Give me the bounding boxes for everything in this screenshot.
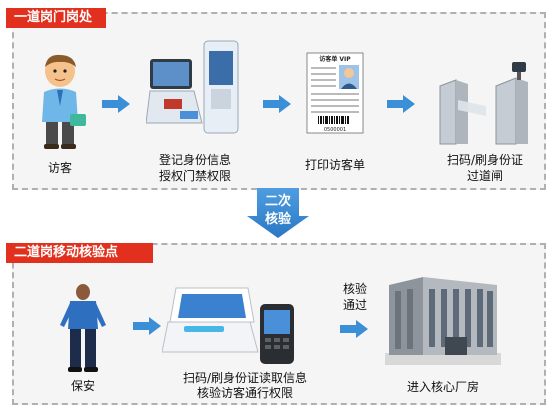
turnstile-gate-figure [439,62,528,145]
step-print-label: 打印访客单 [304,158,365,172]
ticket-number: 0500001 [324,127,346,133]
step-reader-label-2: 核验访客通行权限 [196,386,293,400]
step-visitor-label: 访客 [47,161,72,175]
core-plant-building-figure [385,277,501,365]
flow-arrow [340,320,368,338]
flow-arrow [102,95,130,113]
flow-arrow [387,95,415,113]
flow-arrow [133,317,161,335]
step-reader-label-1: 扫码/刷身份证读取信息 [182,371,308,385]
section-gate-title: 一道岗门岗处 [6,8,106,28]
second-check-label-1: 二次 [264,194,291,209]
step-gate-label-1: 扫码/刷身份证 [446,153,524,167]
registration-kiosk-figure [146,40,239,134]
ticket-title: 访客单 VIP [319,55,351,63]
visitor-ticket-figure: 访客单 VIP 0500001 [306,52,364,134]
verify-pass-label-1: 核验 [342,282,367,296]
step-register-label-1: 登记身份信息 [158,153,231,167]
id-reader-device-figure [162,287,294,364]
step-enter-label: 进入核心厂房 [406,380,479,394]
second-check-label-2: 核验 [264,212,291,227]
section-mobile-check-title: 二道岗移动核验点 [6,243,153,263]
step-register-label-2: 授权门禁权限 [158,169,231,183]
security-guard-figure [60,284,106,372]
verify-pass-label-2: 通过 [342,298,367,312]
step-guard-label: 保安 [70,379,95,393]
flow-arrow [263,95,291,113]
step-gate-label-2: 过道闸 [466,169,503,183]
second-check-arrow [247,188,309,238]
visitor-figure [42,54,86,149]
